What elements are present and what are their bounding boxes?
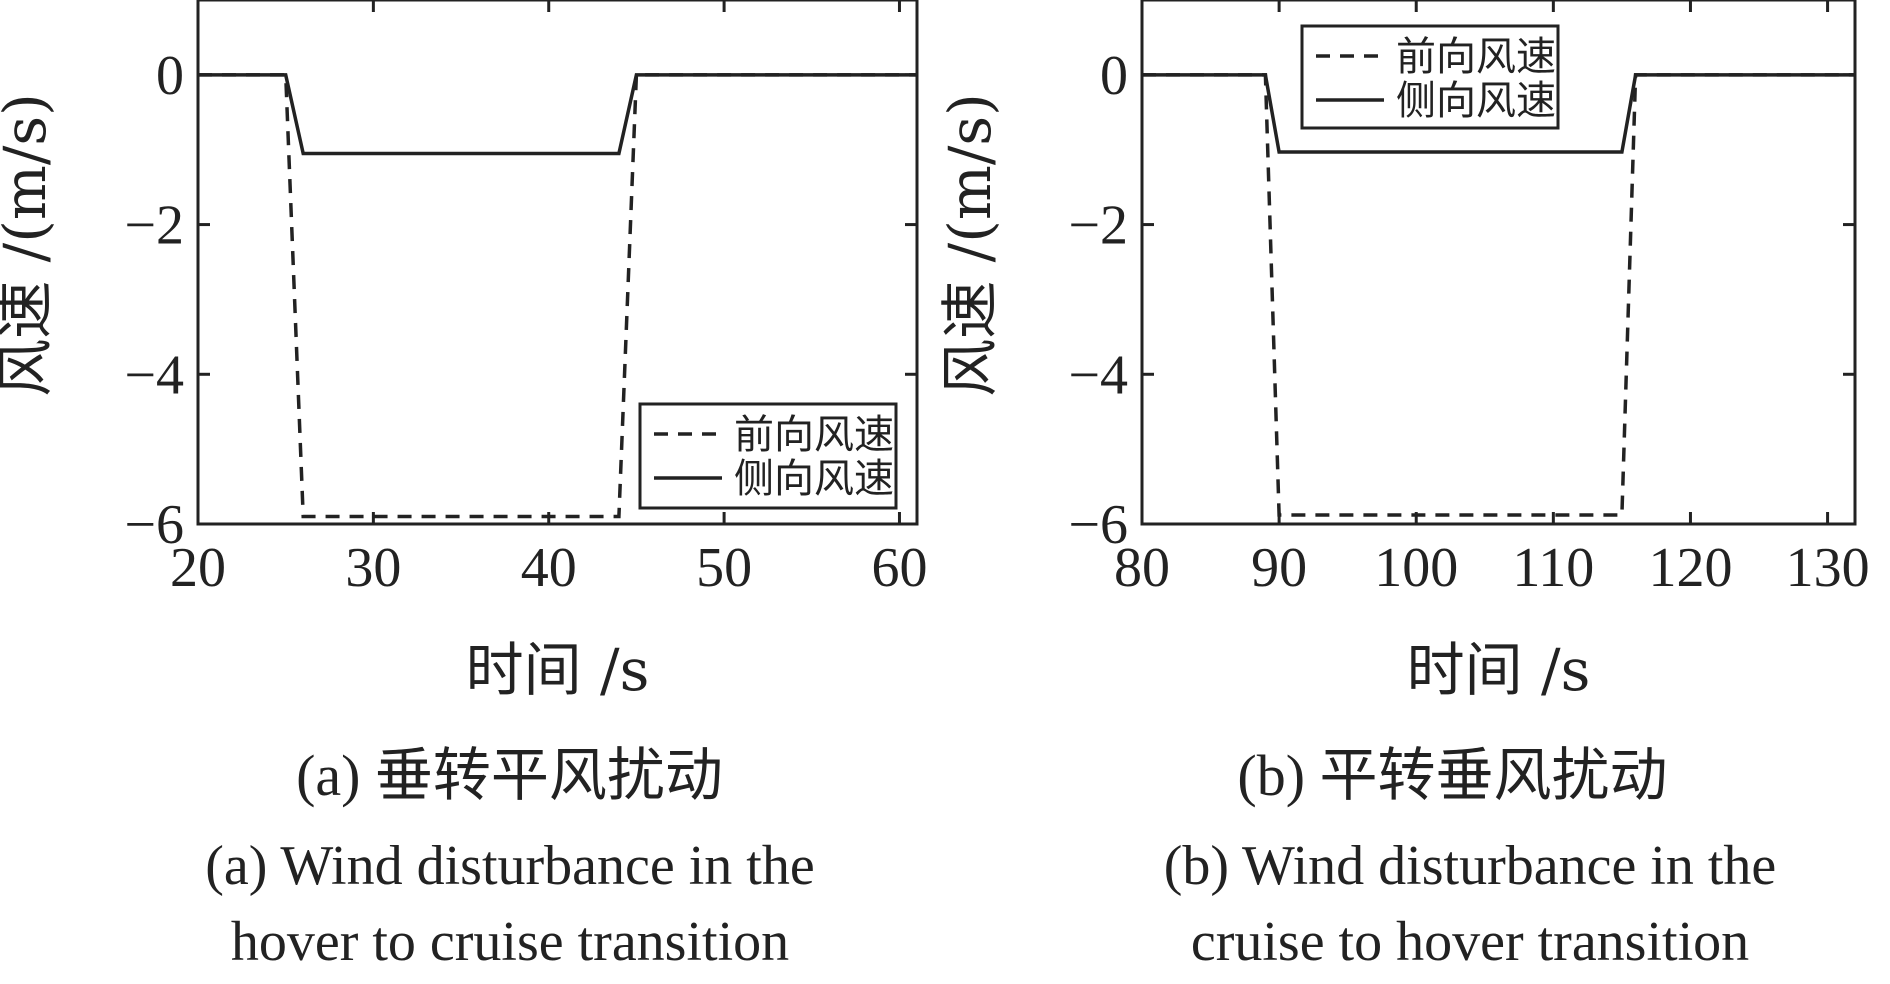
y-tick-label-a: −4 (124, 344, 184, 406)
caption-en-a-line1: (a) Wind disturbance in the (205, 835, 815, 897)
series-line-forward-b (1142, 73, 1855, 517)
legend-label-lateral-b: 侧向风速 (1396, 78, 1556, 124)
legend-label-lateral-a: 侧向风速 (734, 456, 894, 502)
caption-en-b-line1: (b) Wind disturbance in the (1163, 835, 1777, 897)
x-tick-label-b: 100 (1374, 537, 1458, 599)
x-tick-label-a: 40 (521, 537, 577, 599)
legend-box-b (1300, 24, 1560, 130)
y-tick-label-a: −2 (124, 195, 184, 257)
x-tick-label-a: 50 (696, 537, 752, 599)
caption-en-a-line2: hover to cruise transition (230, 911, 790, 973)
x-tick-label-b: 80 (1114, 537, 1170, 599)
x-tick-label-b: 120 (1648, 537, 1732, 599)
plot-frame-b (1140, 0, 1857, 526)
plot-frame-a (196, 0, 919, 526)
panel-b: 80 90 100 110 120 130 0 −2 −4 −6 时间 /s 风速 /(m/s) 前向风… (936, 0, 1870, 704)
x-tick-label-b: 90 (1251, 537, 1307, 599)
y-tick-label-b: −6 (1068, 494, 1128, 556)
x-tick-label-a: 30 (345, 537, 401, 599)
series-line-lateral-b (1142, 73, 1855, 154)
x-axis-label-a: 时间 /s (466, 636, 650, 704)
x-tick-label-b: 130 (1786, 537, 1870, 599)
series-line-lateral-a (198, 73, 917, 156)
x-tick-label-a: 60 (871, 537, 927, 599)
y-tick-label-a: −6 (124, 494, 184, 556)
legend-box-a (638, 402, 898, 510)
y-tick-label-b: −4 (1068, 344, 1128, 406)
caption-en-b-line2: cruise to hover transition (1190, 911, 1750, 973)
caption-zh-a: (a) 垂转平风扰动 (296, 743, 723, 808)
y-tick-label-a: 0 (156, 45, 184, 107)
legend-label-forward-b: 前向风速 (1396, 34, 1556, 80)
x-axis-label-b: 时间 /s (1407, 636, 1591, 704)
caption-zh-b: (b) 平转垂风扰动 (1237, 743, 1668, 808)
x-tick-label-b: 110 (1512, 537, 1594, 599)
legend-label-forward-a: 前向风速 (734, 412, 894, 458)
y-axis-label-b: 风速 /(m/s) (936, 93, 1004, 397)
y-tick-label-b: 0 (1100, 45, 1128, 107)
y-axis-label-a: 风速 /(m/s) (0, 93, 59, 397)
y-tick-label-b: −2 (1068, 195, 1128, 257)
x-tick-label-a: 20 (170, 537, 226, 599)
